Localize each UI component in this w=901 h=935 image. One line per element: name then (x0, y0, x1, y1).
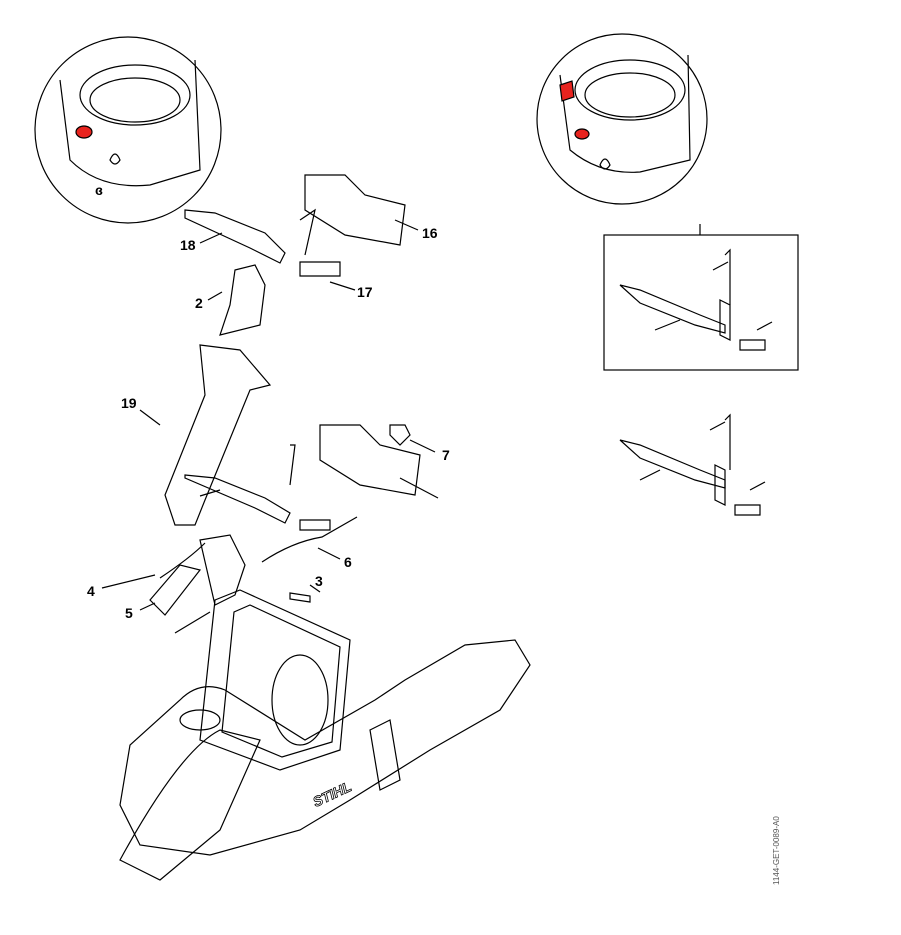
parts-middle (149, 424, 421, 616)
part-label-7: 7 (442, 447, 450, 463)
part-label-4: 4 (87, 583, 95, 599)
part-label-5: 5 (125, 605, 133, 621)
assembly-box (603, 224, 799, 371)
part-label-17: 17 (357, 284, 373, 300)
assembly-right-lower (619, 413, 766, 516)
highlight-mark (75, 125, 93, 139)
inset-detail-left: ɞ (34, 36, 222, 224)
svg-text:ɞ: ɞ (95, 182, 103, 198)
part-label-18: 18 (180, 237, 196, 253)
drawing-code: 1144-GET-0089-A0 (772, 816, 781, 885)
parts-upper (164, 174, 406, 526)
part-label-19: 19 (121, 395, 137, 411)
stihl-logo: STIHL (310, 778, 353, 810)
part-label-3: 3 (315, 573, 323, 589)
inset-detail-right (536, 33, 708, 205)
leader-lines (101, 219, 439, 634)
part-label-2: 2 (195, 295, 203, 311)
chainsaw-housing (119, 589, 531, 881)
part-label-16: 16 (422, 225, 438, 241)
part-label-6: 6 (344, 554, 352, 570)
